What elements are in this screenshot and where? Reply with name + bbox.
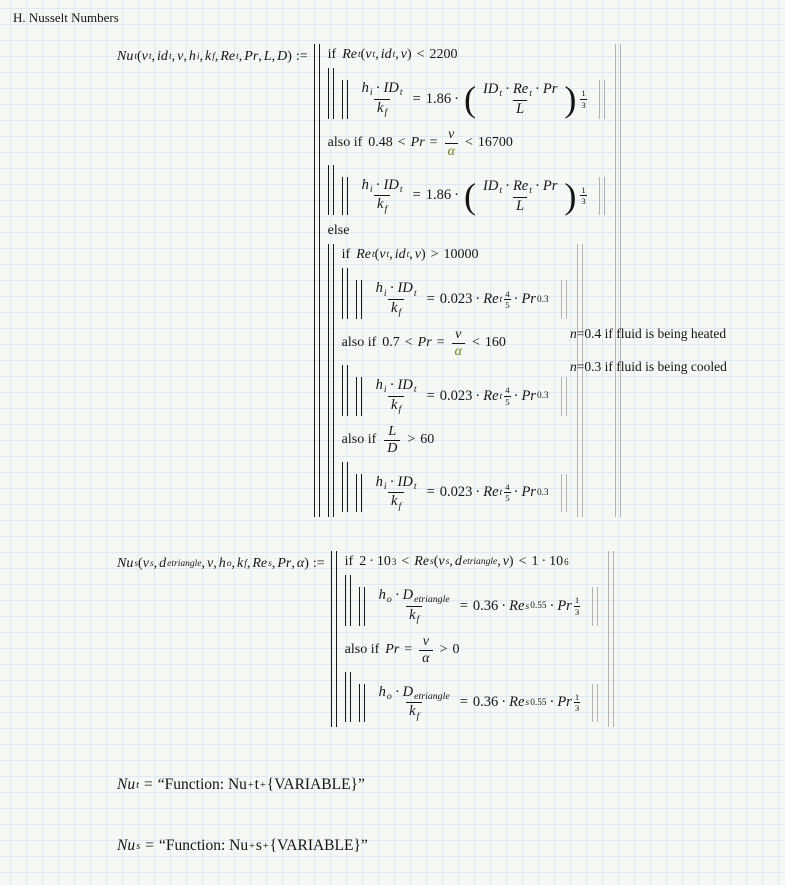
line-bar-right — [576, 244, 583, 518]
line-bar-left — [327, 244, 334, 518]
line-bar-left — [341, 268, 348, 319]
exponent-6: 6 — [564, 557, 569, 567]
note-n-cooled[interactable]: n=0.3 if fluid is being cooled — [570, 359, 727, 374]
exponent-0-3: 0.3 — [536, 487, 549, 498]
line-bar-left — [358, 587, 365, 626]
assign-operator: := — [295, 49, 308, 64]
line-bar-right — [592, 683, 599, 723]
line-bar-left — [313, 44, 320, 518]
line-bar-left — [344, 671, 351, 723]
section-title[interactable]: H. Nusselt Numbers — [13, 10, 119, 25]
else-keyword: else — [327, 223, 350, 239]
fraction-hi-idt-over-kf: hi·IDt kf — [375, 280, 417, 319]
line-bar-left — [341, 364, 348, 416]
line-bar-left — [341, 461, 348, 513]
exponent-3: 3 — [391, 557, 397, 567]
line-bar-left — [355, 473, 362, 513]
fraction-hi-idt-over-kf: hi·IDt kf — [361, 176, 403, 215]
alpha-unit: α — [447, 143, 455, 159]
line-bar-left — [330, 551, 337, 728]
assign-operator: := — [312, 556, 325, 571]
exponent-0-55: 0.55 — [530, 697, 547, 708]
fraction-hi-idt-over-kf: hi·IDt kf — [375, 376, 417, 416]
line-bar-right — [598, 176, 605, 216]
line-bar-right — [560, 280, 567, 319]
line-bar-right — [608, 551, 615, 728]
fraction-hi-idt-over-kf: hi·IDt kf — [375, 473, 417, 512]
fraction-ho-det-over-kf: ho·Detriangle kf — [378, 587, 450, 626]
line-bar-right — [560, 473, 567, 513]
fraction-ho-det-over-kf: ho·Detriangle kf — [378, 683, 450, 722]
line-bar-right — [592, 587, 599, 626]
line-bar-left — [355, 376, 362, 416]
line-bar-left — [327, 164, 334, 216]
line-bar-left — [327, 68, 334, 119]
exponent-0-3: 0.3 — [536, 391, 549, 402]
fraction-idt-ret-pr-over-L: IDt·Ret·Pr L — [483, 81, 558, 117]
note-n-heated[interactable]: n=0.4 if fluid is being heated — [570, 326, 727, 341]
line-bar-left — [341, 80, 348, 119]
exponent-0-55: 0.55 — [530, 601, 547, 612]
fraction-hi-idt-over-kf: hi·IDt kf — [361, 80, 403, 119]
line-bar-right — [598, 80, 605, 119]
line-bar-left — [341, 176, 348, 216]
line-bar-left — [344, 575, 351, 626]
line-bar-right — [560, 376, 567, 416]
exponent-0-3: 0.3 — [536, 294, 549, 305]
line-bar-left — [355, 280, 362, 319]
line-bar-left — [358, 683, 365, 723]
line-bar-right — [614, 44, 621, 518]
alpha-unit: α — [454, 343, 462, 359]
fraction-idt-ret-pr-over-L: IDt·Ret·Pr L — [483, 177, 558, 214]
